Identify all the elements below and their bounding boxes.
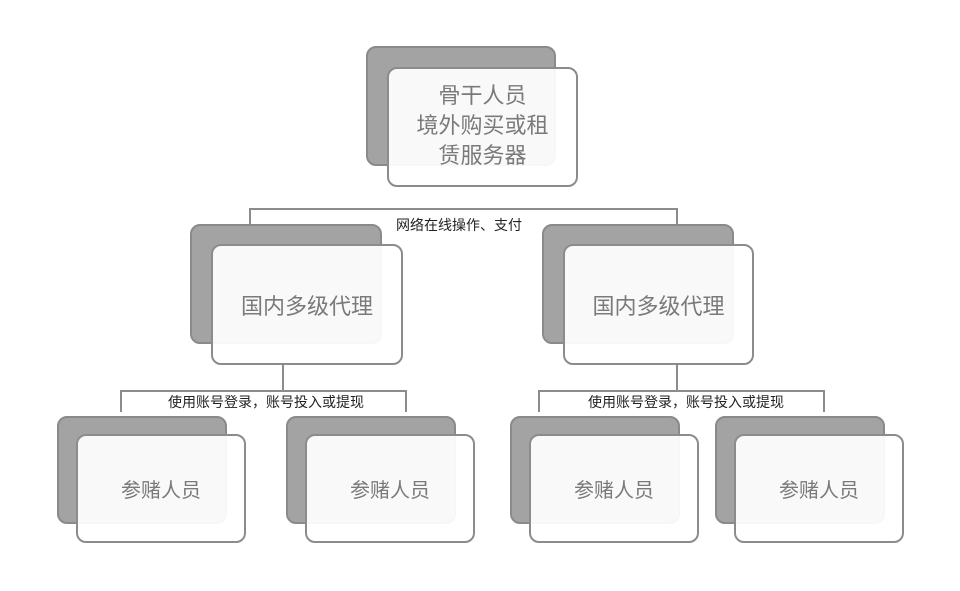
connector-left-bar [120,390,406,392]
player-label: 参赌人员 [574,478,654,502]
edge-label-root-to-agents: 网络在线操作、支付 [396,218,522,234]
connector-right-stem [676,364,678,390]
connector-root-left-drop [249,208,251,224]
player-label: 参赌人员 [121,478,201,502]
root-line-1: 骨干人员 [438,84,527,109]
connector-left-drop-a [120,390,122,412]
connector-root-right-drop [676,208,678,224]
edge-label-right-agent-to-players: 使用账号登录，账号投入或提现 [588,394,784,412]
connector-left-drop-b [405,390,407,412]
root-line-3: 赁服务器 [438,144,527,169]
agent-label: 国内多级代理 [592,294,725,320]
connector-left-stem [282,364,284,390]
connector-right-bar [538,390,824,392]
connector-right-drop-a [538,390,540,412]
connector-root-bar [249,208,677,210]
root-line-2: 境外购买或租 [416,114,549,139]
connector-right-drop-b [823,390,825,412]
player-label: 参赌人员 [350,478,430,502]
player-label: 参赌人员 [779,478,859,502]
edge-label-left-agent-to-players: 使用账号登录，账号投入或提现 [168,394,364,412]
agent-label: 国内多级代理 [240,294,373,320]
